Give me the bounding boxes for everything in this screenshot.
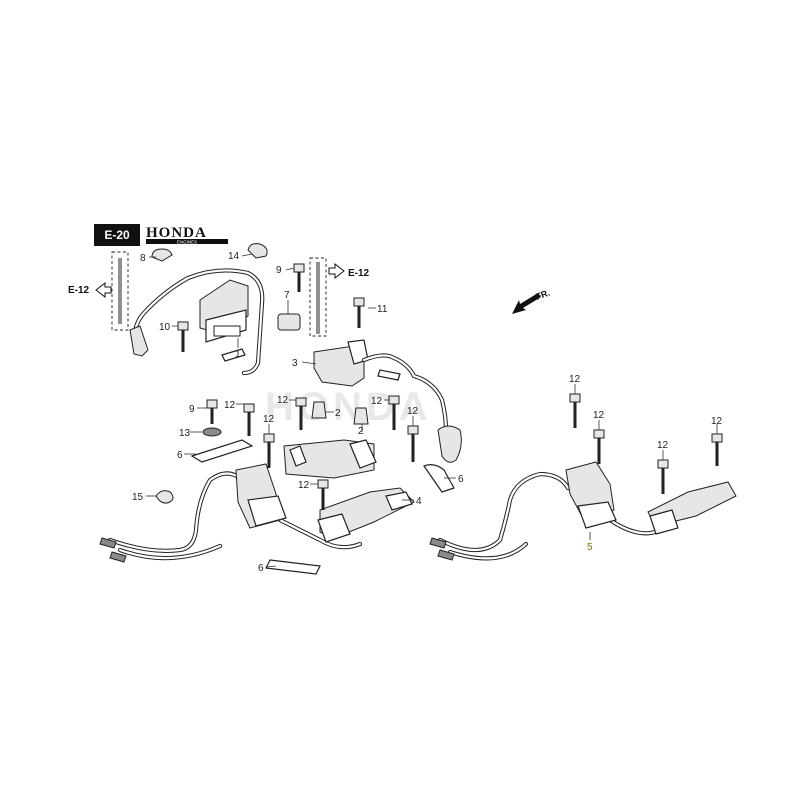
arrow-left-icon xyxy=(95,281,112,299)
callout-9-lower: 9 xyxy=(189,404,195,415)
callout-12-h: 12 xyxy=(657,440,669,451)
ignition-coil-assembly xyxy=(118,243,320,376)
callout-2-left: 2 xyxy=(335,408,341,419)
bolt-10 xyxy=(177,321,189,352)
callout-4: 4 xyxy=(416,496,422,507)
page-code: E-20 xyxy=(104,228,130,242)
fr-label: FR. xyxy=(534,288,551,302)
callout-7: 7 xyxy=(284,290,290,301)
callout-5: 5 xyxy=(587,542,593,553)
callout-12-d: 12 xyxy=(263,414,275,425)
ref-e12-right: E-12 xyxy=(309,257,370,337)
callout-3: 3 xyxy=(292,358,298,369)
bolts-12-right xyxy=(569,393,723,494)
callout-6-a: 6 xyxy=(177,450,183,461)
bolts-12-left xyxy=(243,395,419,510)
callout-12-a: 12 xyxy=(277,395,289,406)
brand-sub: ENGINES xyxy=(177,240,197,245)
callout-12-j: 12 xyxy=(298,480,310,491)
callout-13: 13 xyxy=(179,428,191,439)
callout-10: 10 xyxy=(159,322,171,333)
callout-labels: 8 14 9 7 10 1 11 3 2 2 12 12 9 12 13 6 1… xyxy=(132,251,723,574)
ref-e12-right-label: E-12 xyxy=(348,268,370,279)
bolt-11 xyxy=(353,297,365,328)
callout-12-f: 12 xyxy=(569,374,581,385)
callout-12-b: 12 xyxy=(224,400,236,411)
ref-e12-left: E-12 xyxy=(68,251,129,331)
fr-arrow-icon xyxy=(512,293,541,314)
pulser-bracket-assembly xyxy=(313,339,462,463)
callout-1: 1 xyxy=(235,349,241,360)
callout-12-e: 12 xyxy=(407,406,419,417)
callout-12-i: 12 xyxy=(711,416,723,427)
grommet-2-left xyxy=(311,401,327,419)
bolt-9-top xyxy=(293,263,305,292)
grommet-2-right xyxy=(353,407,369,425)
honda-logo: HONDA ENGINES xyxy=(146,225,228,245)
ref-e12-left-label: E-12 xyxy=(68,285,90,296)
callout-12-g: 12 xyxy=(593,410,605,421)
callout-12-c: 12 xyxy=(371,396,383,407)
callout-8: 8 xyxy=(140,253,146,264)
watermark-text: HONDA xyxy=(265,385,432,429)
charge-coil-assembly-right xyxy=(429,461,737,561)
callout-6-b: 6 xyxy=(458,474,464,485)
callout-6-c: 6 xyxy=(258,563,264,574)
callout-9: 9 xyxy=(276,265,282,276)
callout-14: 14 xyxy=(228,251,240,262)
callout-15: 15 xyxy=(132,492,144,503)
front-direction-arrow: FR. xyxy=(512,288,551,314)
charge-coil-assembly-left xyxy=(99,399,455,575)
brand-name: HONDA xyxy=(146,225,207,241)
callout-2-right: 2 xyxy=(358,426,364,437)
arrow-right-icon xyxy=(328,262,345,280)
leader-lines xyxy=(146,253,718,568)
callout-11: 11 xyxy=(377,304,388,315)
page-code-badge: E-20 xyxy=(94,224,140,246)
